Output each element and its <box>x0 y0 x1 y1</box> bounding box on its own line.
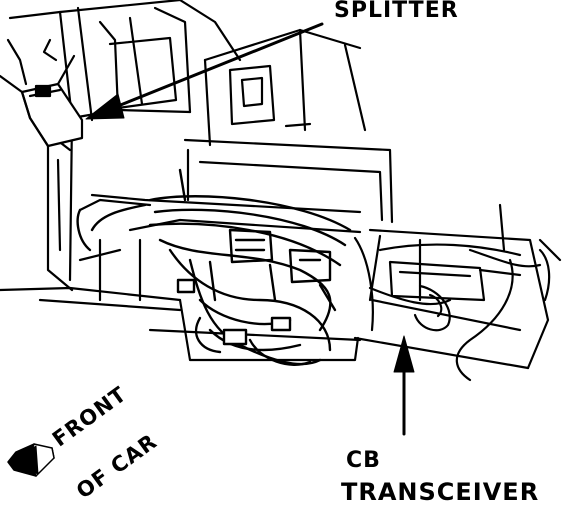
kick-panel <box>8 0 242 292</box>
instrument-panel <box>0 138 562 370</box>
cb-leader-arrow <box>393 335 415 436</box>
wiring-harness <box>76 168 352 366</box>
splitter-box <box>0 38 84 148</box>
front-direction-arrow <box>7 443 55 477</box>
cb-transceiver-unit <box>353 236 551 382</box>
cb-label-line2: TRANSCEIVER <box>341 478 540 506</box>
cb-label-line1: CB <box>346 448 381 473</box>
splitter-leader-arrow <box>85 22 324 120</box>
splitter-label: SPLITTER <box>334 0 459 23</box>
firewall <box>203 28 367 147</box>
